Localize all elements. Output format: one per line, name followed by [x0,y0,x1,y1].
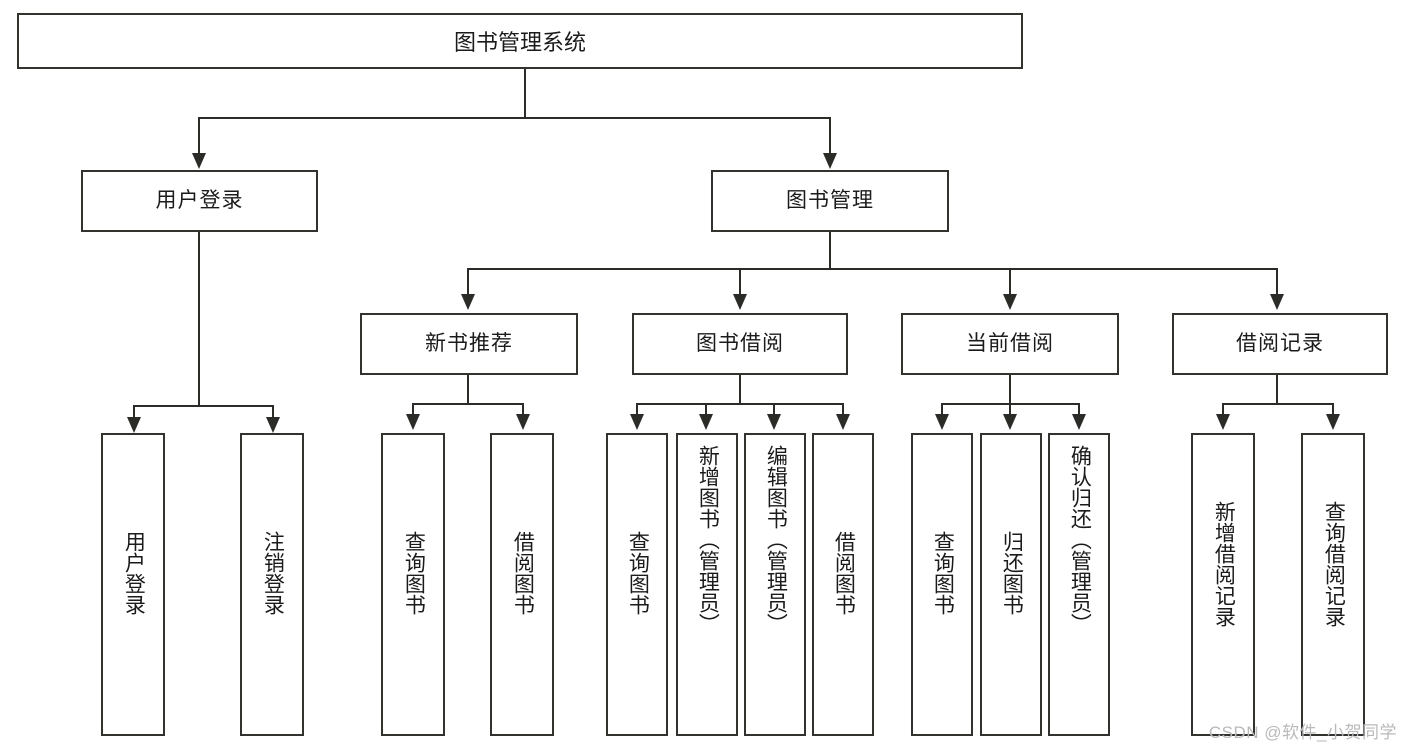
arrow-to-borrow-record [1270,294,1284,310]
leaf-label: 借阅图书 [511,531,535,615]
connector-user-login-bus [133,405,274,407]
node-label: 用户登录 [155,189,244,213]
node-label: 图书管理 [786,189,874,213]
connector-user-login-stem [198,232,200,406]
leaf-label: 借阅图书 [832,531,856,615]
arrow-to-book-borrow [733,294,747,310]
connector-book-borrow-to-leaf-3 [773,403,775,417]
arrow-book-borrow-to-leaf-1 [630,414,644,430]
connector-book-borrow-bus [636,403,844,405]
node-label: 当前借阅 [966,332,1054,356]
arrow-to-new-book-recommend [461,294,475,310]
leaf-label: 注销登录 [261,531,285,615]
connector-root-stem [524,69,526,118]
arrow-new-book-recommend-to-leaf-2 [516,414,530,430]
connector-to-book-borrow [739,268,741,296]
leaf-logout-login[interactable]: 注销登录 [240,433,304,736]
connector-to-current-borrow [1009,268,1011,296]
connector-current-borrow-to-leaf-3 [1078,403,1080,417]
leaf-label: 用户登录 [122,531,146,615]
connector-book-borrow-to-leaf-4 [842,403,844,417]
connector-borrow-record-to-leaf-1 [1222,403,1224,417]
leaf-query-borrow-record[interactable]: 查询借阅记录 [1301,433,1365,736]
leaf-query-book-borrow[interactable]: 查询图书 [606,433,668,736]
connector-current-borrow-stem [1009,375,1011,404]
connector-to-new-book-recommend [467,268,469,296]
leaf-label: 查询借阅记录 [1322,501,1346,627]
arrow-current-borrow-to-leaf-3 [1072,414,1086,430]
leaf-label: 确认归还（管理员） [1068,445,1092,634]
connector-borrow-record-to-leaf-2 [1332,403,1334,417]
leaf-confirm-return-admin[interactable]: 确认归还（管理员） [1048,433,1110,736]
connector-new-book-recommend-to-leaf-1 [412,403,414,417]
connector-borrow-record-bus [1222,403,1334,405]
arrow-current-borrow-to-leaf-1 [935,414,949,430]
connector-current-borrow-to-leaf-1 [941,403,943,417]
arrow-user-login-to-leaf-2 [266,417,280,433]
connector-book-management-stem [829,232,831,269]
node-book-management[interactable]: 图书管理 [711,170,949,232]
connector-new-book-recommend-to-leaf-2 [522,403,524,417]
leaf-add-borrow-record[interactable]: 新增借阅记录 [1191,433,1255,736]
node-borrow-record[interactable]: 借阅记录 [1172,313,1388,375]
leaf-label: 归还图书 [1000,531,1024,615]
arrow-current-borrow-to-leaf-2 [1003,414,1017,430]
node-book-borrow[interactable]: 图书借阅 [632,313,848,375]
leaf-edit-book-admin[interactable]: 编辑图书（管理员） [744,433,806,736]
connector-book-borrow-to-leaf-2 [705,403,707,417]
leaf-label: 新增借阅记录 [1212,501,1236,627]
node-user-login[interactable]: 用户登录 [81,170,318,232]
node-label: 图书借阅 [696,332,784,356]
leaf-label: 编辑图书（管理员） [764,445,788,634]
node-current-borrow[interactable]: 当前借阅 [901,313,1119,375]
leaf-label: 查询图书 [402,531,426,615]
connector-root-bus [198,117,830,119]
arrow-book-borrow-to-leaf-2 [699,414,713,430]
connector-current-borrow-to-leaf-2 [1009,403,1011,417]
arrow-book-borrow-to-leaf-4 [836,414,850,430]
connector-book-borrow-stem [739,375,741,404]
leaf-user-login[interactable]: 用户登录 [101,433,165,736]
leaf-label: 查询图书 [626,531,650,615]
node-label: 图书管理系统 [453,30,586,55]
connector-user-login-to-leaf-1 [133,405,135,422]
leaf-add-book-admin[interactable]: 新增图书（管理员） [676,433,738,736]
leaf-query-book-recommend[interactable]: 查询图书 [381,433,445,736]
leaf-return-book[interactable]: 归还图书 [980,433,1042,736]
arrow-root-to-user-login [192,153,206,169]
arrow-user-login-to-leaf-1 [127,417,141,433]
connector-new-book-recommend-stem [467,375,469,404]
connector-user-login-to-leaf-2 [272,405,274,422]
node-label: 借阅记录 [1236,332,1324,356]
connector-level3-bus [467,268,1278,270]
node-new-book-recommend[interactable]: 新书推荐 [360,313,578,375]
leaf-query-book-current[interactable]: 查询图书 [911,433,973,736]
connector-new-book-recommend-bus [412,403,524,405]
arrow-new-book-recommend-to-leaf-1 [406,414,420,430]
connector-book-borrow-to-leaf-1 [636,403,638,417]
leaf-label: 查询图书 [931,531,955,615]
arrow-root-to-book-management [823,153,837,169]
connector-to-borrow-record [1276,268,1278,296]
connector-root-to-user-login [198,117,200,156]
arrow-borrow-record-to-leaf-2 [1326,414,1340,430]
connector-root-to-book-management [829,117,831,156]
node-root-book-management-system[interactable]: 图书管理系统 [17,13,1023,69]
arrow-to-current-borrow [1003,294,1017,310]
leaf-borrow-book-recommend[interactable]: 借阅图书 [490,433,554,736]
arrow-book-borrow-to-leaf-3 [767,414,781,430]
node-label: 新书推荐 [425,332,513,356]
leaf-borrow-book[interactable]: 借阅图书 [812,433,874,736]
connector-borrow-record-stem [1276,375,1278,404]
arrow-borrow-record-to-leaf-1 [1216,414,1230,430]
leaf-label: 新增图书（管理员） [696,445,720,634]
